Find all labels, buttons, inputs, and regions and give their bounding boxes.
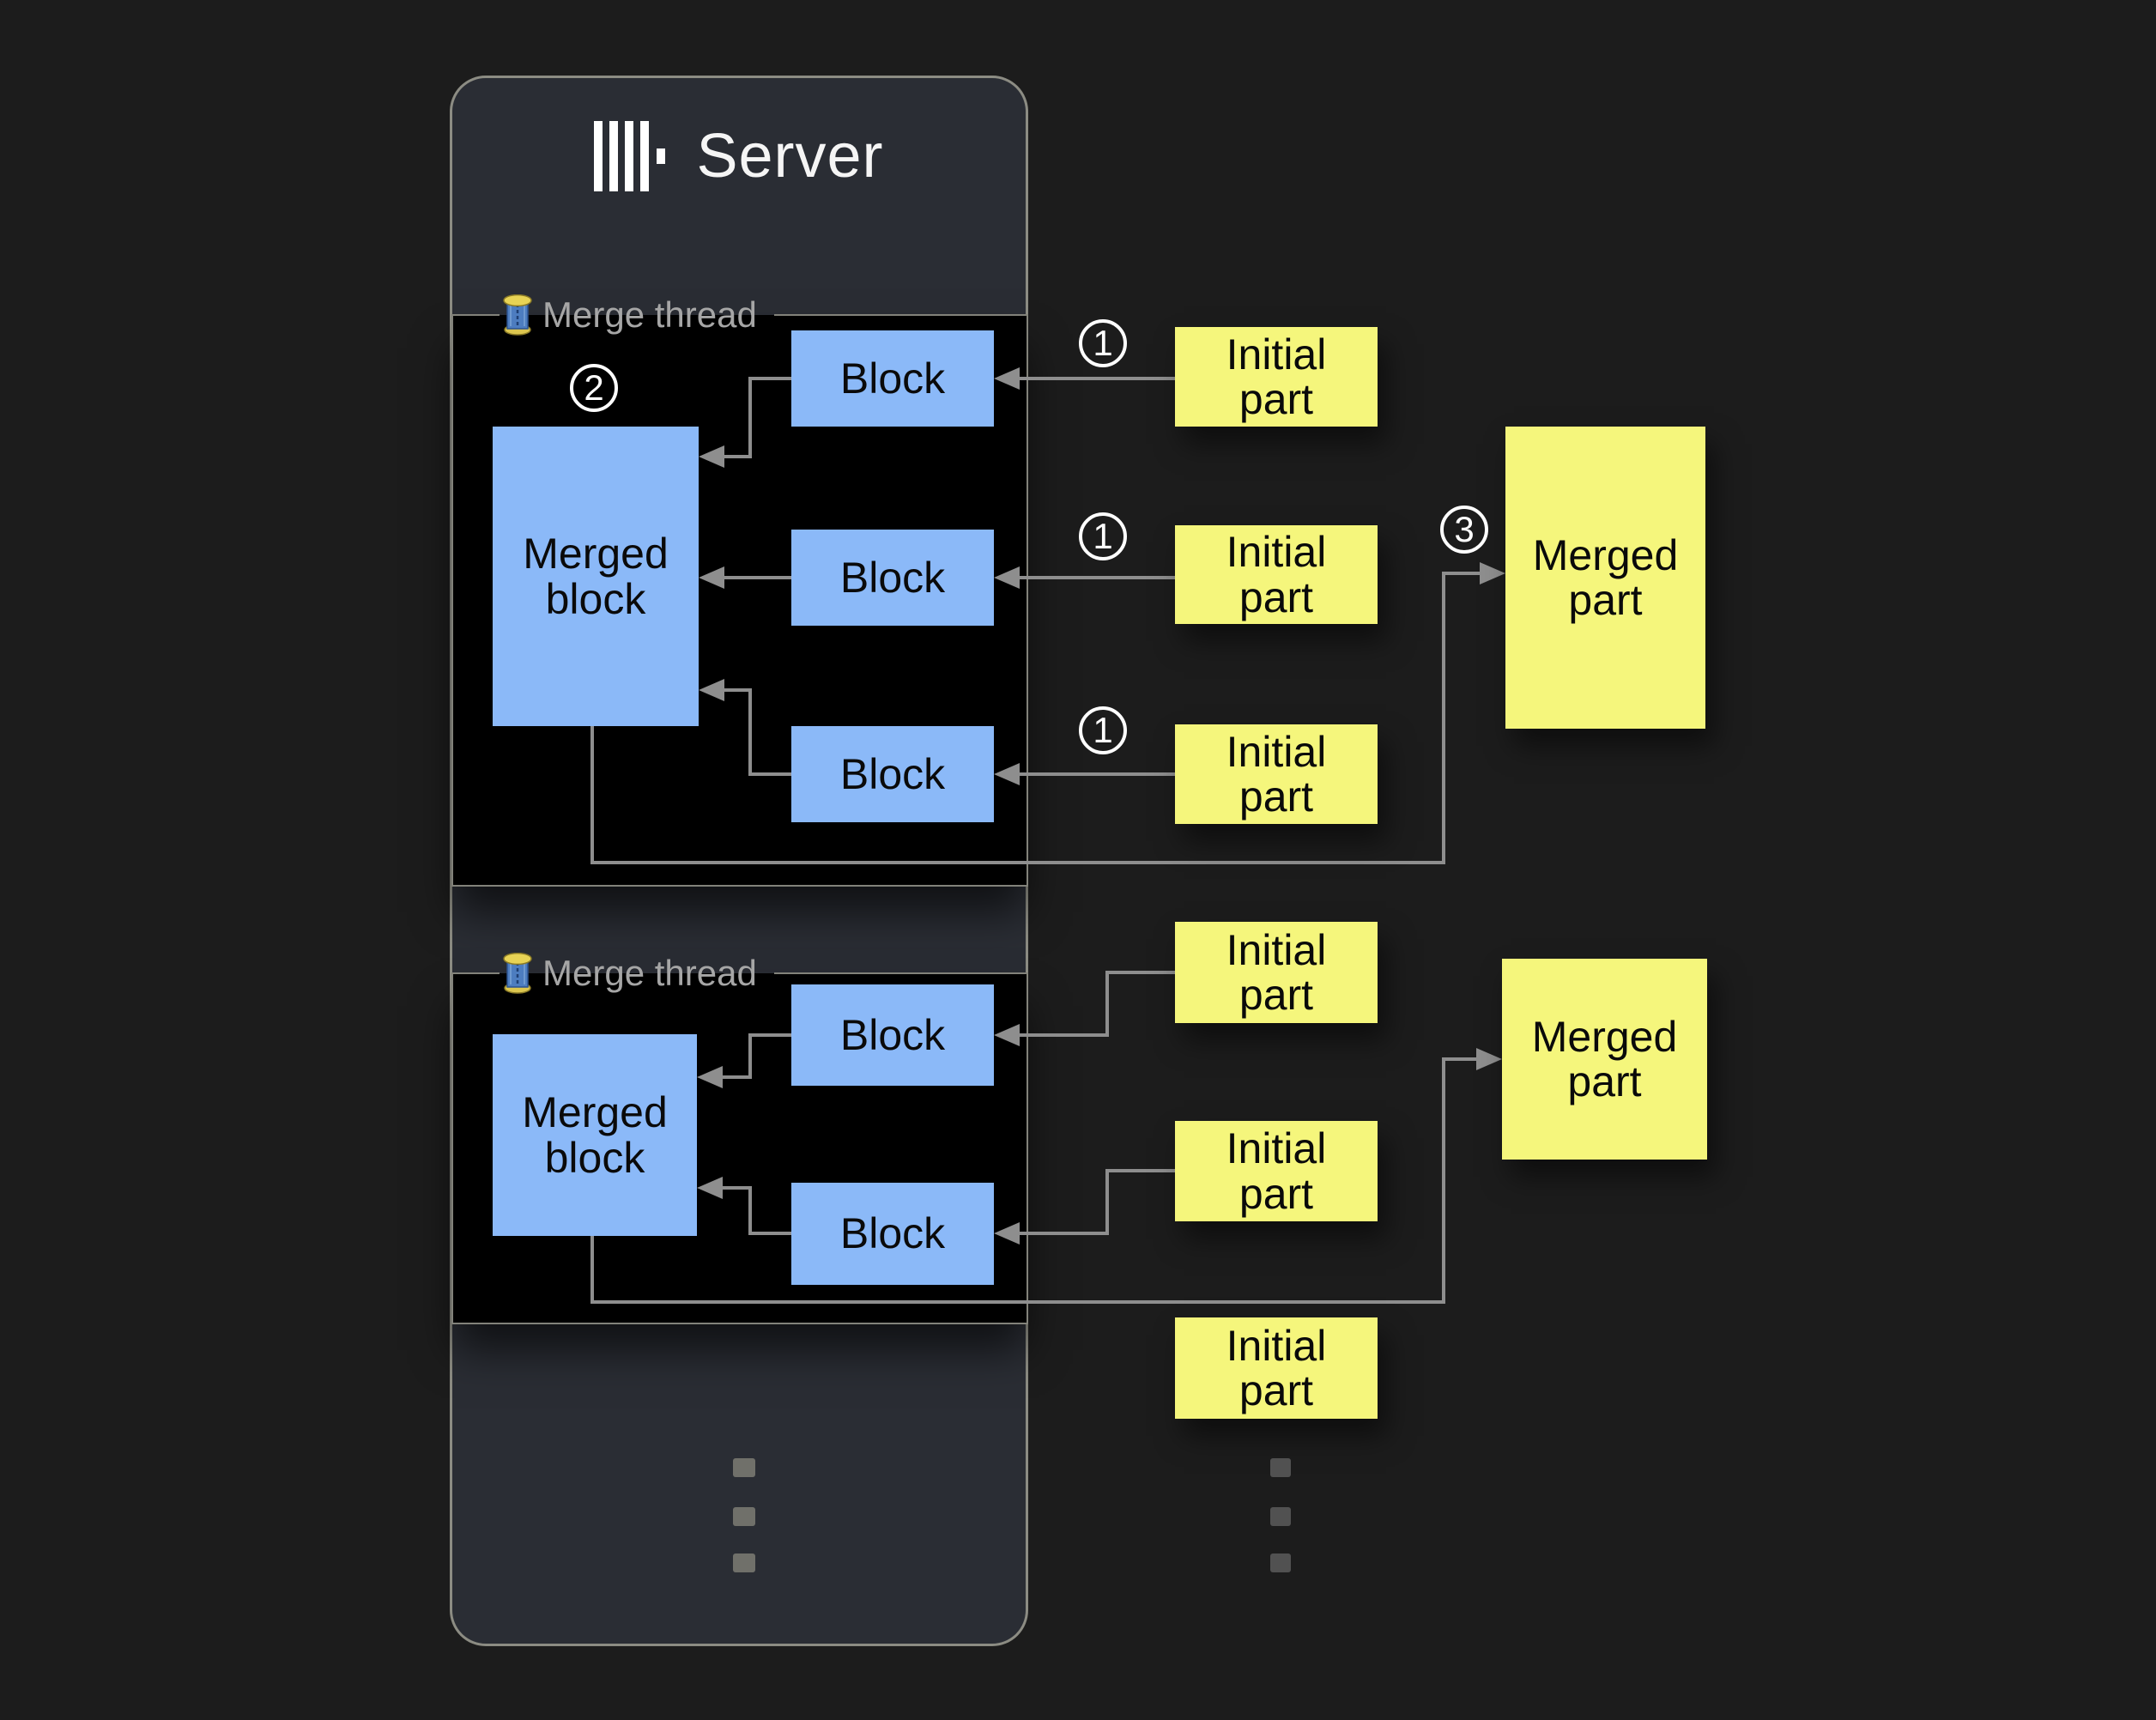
step-badge-number: 3 bbox=[1454, 509, 1475, 549]
arrowhead bbox=[1476, 1048, 1502, 1070]
step-badge-number: 1 bbox=[1093, 516, 1113, 556]
ellipsis-dot bbox=[1270, 1553, 1291, 1572]
arrow-initialpart5-to-block5 bbox=[1020, 1169, 1175, 1235]
block-label: Block bbox=[839, 749, 946, 798]
ellipsis-dot bbox=[733, 1507, 755, 1526]
initial-part-5: Initial part bbox=[1175, 1121, 1378, 1221]
block-label: Block bbox=[839, 1010, 946, 1059]
block-1: Block bbox=[791, 330, 994, 427]
arrowhead bbox=[1480, 562, 1505, 584]
merged-block-label: Merged block bbox=[522, 1088, 668, 1182]
initial-part-6: Initial part bbox=[1175, 1317, 1378, 1419]
merge-thread-label-1: Merge thread bbox=[503, 294, 757, 336]
step-badge-3: 3 bbox=[1440, 506, 1488, 554]
block-3: Block bbox=[791, 726, 994, 822]
step-badge-1c: 1 bbox=[1079, 706, 1127, 754]
merge-thread-label-2: Merge thread bbox=[503, 952, 757, 995]
merge-thread-label-text: Merge thread bbox=[542, 294, 757, 335]
block-label: Block bbox=[839, 553, 946, 602]
merged-part-label: Merged part bbox=[1531, 1012, 1678, 1105]
block-label: Block bbox=[839, 354, 946, 403]
server-title-label: Server bbox=[696, 122, 884, 191]
ellipsis-dot bbox=[733, 1458, 755, 1477]
block-4: Block bbox=[791, 984, 994, 1086]
clickhouse-logo-icon bbox=[594, 121, 666, 191]
merged-block-label: Merged block bbox=[523, 530, 669, 623]
initial-part-label: Initial part bbox=[1226, 1321, 1327, 1414]
block-2: Block bbox=[791, 530, 994, 626]
step-badge-1b: 1 bbox=[1079, 512, 1127, 560]
ellipsis-dot bbox=[1270, 1458, 1291, 1477]
merged-part-2: Merged part bbox=[1502, 959, 1707, 1160]
initial-part-label: Initial part bbox=[1226, 925, 1327, 1019]
step-badge-2: 2 bbox=[570, 364, 618, 412]
initial-part-4: Initial part bbox=[1175, 922, 1378, 1023]
ellipsis-dot bbox=[1270, 1507, 1291, 1526]
initial-part-1: Initial part bbox=[1175, 327, 1378, 427]
initial-part-label: Initial part bbox=[1226, 528, 1327, 621]
initial-part-label: Initial part bbox=[1226, 727, 1327, 821]
block-5: Block bbox=[791, 1183, 994, 1285]
panel2-border-stub-right bbox=[774, 972, 1028, 974]
merged-part-label: Merged part bbox=[1532, 530, 1679, 624]
step-badge-1a: 1 bbox=[1079, 319, 1127, 367]
initial-part-2: Initial part bbox=[1175, 525, 1378, 624]
step-badge-number: 1 bbox=[1093, 323, 1113, 363]
block-label: Block bbox=[839, 1209, 946, 1258]
merge-thread-label-text: Merge thread bbox=[542, 953, 757, 993]
panel2-border-stub-left bbox=[451, 972, 500, 974]
initial-part-label: Initial part bbox=[1226, 330, 1327, 423]
arrow-initialpart4-to-block4 bbox=[1020, 971, 1175, 1037]
merged-block-1: Merged block bbox=[493, 427, 699, 726]
initial-part-label: Initial part bbox=[1226, 1124, 1327, 1218]
thread-spool-icon bbox=[503, 294, 532, 336]
step-badge-number: 1 bbox=[1093, 710, 1113, 750]
server-title: Server bbox=[450, 113, 1028, 199]
panel1-border-stub-left bbox=[451, 314, 500, 316]
initial-part-3: Initial part bbox=[1175, 724, 1378, 824]
step-badge-number: 2 bbox=[584, 367, 604, 408]
merged-part-1: Merged part bbox=[1505, 427, 1705, 729]
panel1-border-stub-right bbox=[774, 314, 1028, 316]
merged-block-2: Merged block bbox=[493, 1034, 697, 1236]
thread-spool-icon bbox=[503, 953, 532, 994]
ellipsis-dot bbox=[733, 1553, 755, 1572]
